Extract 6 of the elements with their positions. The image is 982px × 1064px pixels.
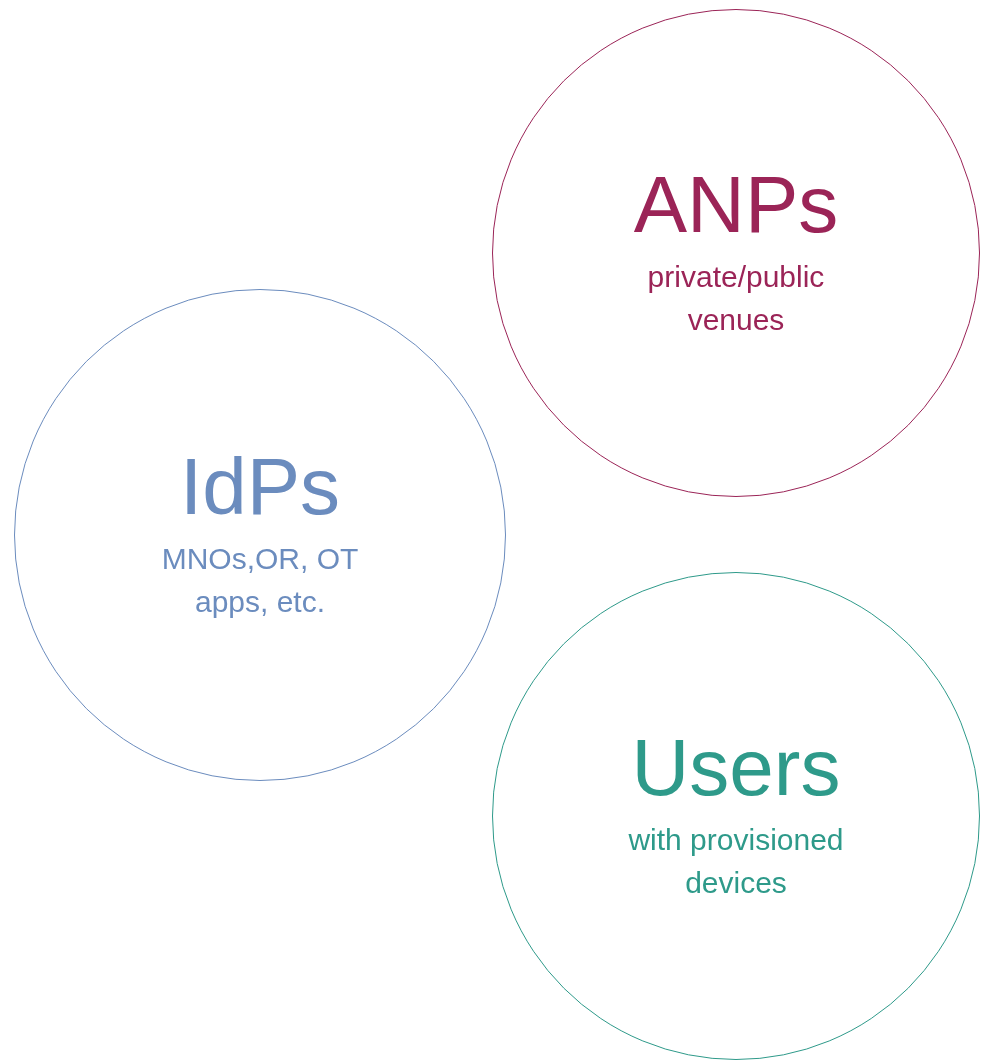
circle-subtitle: with provisioned devices bbox=[627, 821, 845, 901]
circle-title: ANPs bbox=[633, 164, 839, 245]
circle-subtitle: private/public venues bbox=[646, 258, 826, 338]
circle-title: IdPs bbox=[179, 446, 341, 527]
circle-title: Users bbox=[631, 727, 841, 808]
circle-subtitle: MNOs,OR, OT apps, etc. bbox=[160, 540, 360, 620]
